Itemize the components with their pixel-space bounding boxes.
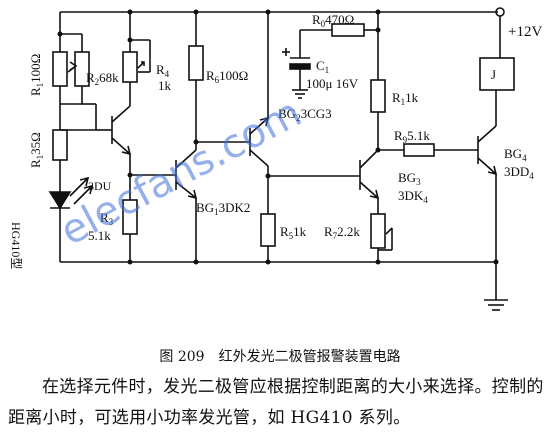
bg4-label: BG4 (504, 146, 527, 163)
relay-label: J (491, 67, 496, 82)
bg3-label: BG3 (398, 170, 421, 187)
r3-label: R3 (100, 210, 114, 227)
c1-label: C1 (316, 58, 329, 75)
figure-caption: 图 209 红外发光二极管报警装置电路 (159, 349, 401, 365)
bg4-value: 3DD4 (504, 164, 534, 181)
bg1-label: BG13DK2 (196, 200, 250, 217)
r9-label: R95.1k (394, 128, 430, 145)
r1-label: R1100Ω (28, 54, 45, 96)
body-paragraph: 在选择元件时，发光二极管应根据控制距离的大小来选择。控制的距离小时，可选用小功率… (8, 377, 544, 428)
r4-label: R4 (156, 62, 170, 79)
r11-label: R11k (392, 90, 419, 107)
circuit-schematic: +12V J R1100Ω R268k R135Ω 3DU HG410型 R3 … (9, 7, 542, 311)
r1b-label: R135Ω (28, 132, 45, 168)
bg2-label: BG23CG3 (278, 106, 332, 123)
led-label: 3DU (88, 179, 112, 193)
r7-label: R72.2k (324, 224, 360, 241)
r5-label: R51k (280, 224, 307, 241)
r4-value: 1k (158, 78, 172, 93)
supply-label: +12V (508, 24, 542, 40)
hg-label: HG410型 (9, 222, 23, 269)
r3-value: 5.1k (88, 228, 111, 243)
r2-label: R268k (86, 70, 119, 87)
r0-label: R0470Ω (312, 12, 354, 29)
bg3-value: 3DK4 (398, 188, 428, 205)
c1-value: 100μ 16V (306, 76, 359, 91)
r6-label: R6100Ω (206, 68, 248, 85)
